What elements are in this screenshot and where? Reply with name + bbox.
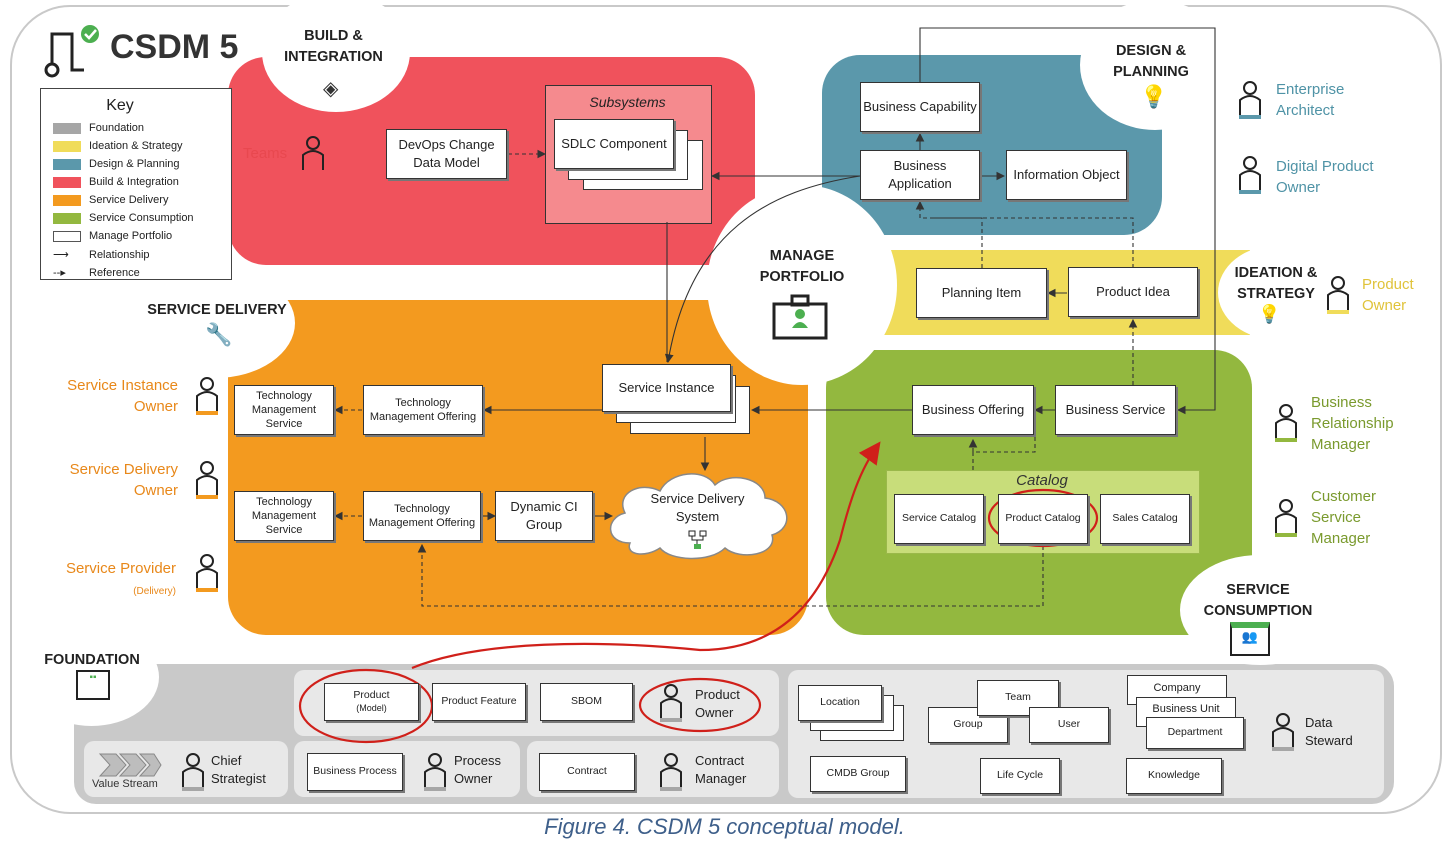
business-service-box: Business Service (1055, 385, 1176, 435)
key-item: Service Delivery (53, 194, 168, 206)
service-delivery-system-label: Service Delivery System (650, 491, 745, 524)
business-process-box: Business Process (307, 753, 403, 791)
contract-manager-person-icon (658, 752, 684, 797)
digital-product-owner-role: Digital Product Owner (1276, 158, 1374, 196)
location-box: Location (798, 685, 882, 721)
value-stream-label: Value Stream (92, 778, 158, 790)
consumption-title-bubble (1180, 555, 1340, 665)
process-owner-role: Process Owner (454, 753, 501, 787)
customer-service-manager-person-icon (1273, 498, 1299, 543)
catalog-label: Catalog (1016, 472, 1068, 489)
logo-icon (44, 25, 99, 78)
service-delivery-system-cloud (609, 473, 788, 560)
build-title-bubble (262, 0, 410, 112)
value-stream-chevrons-icon (98, 752, 162, 778)
service-instance-owner-role: Service Instance Owner (67, 377, 178, 415)
sdlc-component-box: SDLC Component (554, 119, 674, 169)
enterprise-architect-person-icon (1237, 80, 1263, 125)
briefcase-icon (772, 294, 828, 340)
ideation-title-bubble (1218, 245, 1338, 340)
consumers-screen-icon: 👥 (1230, 622, 1270, 656)
service-delivery-title: SERVICE DELIVERY (147, 302, 287, 318)
key-item: Manage Portfolio (53, 230, 172, 242)
factory-icon: ▪▪ (76, 670, 110, 700)
logo: CSDM 5 (42, 22, 262, 82)
network-nodes-icon (688, 530, 708, 550)
technology-management-offering-box-1: Technology Management Offering (363, 385, 483, 435)
product-model-box: Product(Model) (324, 683, 419, 721)
key-item: Design & Planning (53, 158, 180, 170)
design-planning-title: DESIGN & PLANNING (1113, 43, 1189, 81)
business-relationship-manager-role: Business Relationship Manager (1311, 394, 1394, 453)
key-item: Service Consumption (53, 212, 194, 224)
contract-box: Contract (539, 753, 635, 791)
dynamic-ci-group-box: Dynamic CI Group (495, 491, 593, 541)
service-consumption-title: SERVICE CONSUMPTION (1203, 582, 1313, 620)
product-owner-foundation-person-icon (658, 683, 684, 728)
subsystems-label: Subsystems (589, 94, 666, 110)
key-item: Build & Integration (53, 176, 179, 188)
teams-role: Teams (243, 145, 288, 162)
technology-management-service-box-1: Technology Management Service (234, 385, 334, 435)
planning-item-box: Planning Item (916, 268, 1047, 318)
build-integration-title: BUILD & INTEGRATION (284, 28, 383, 66)
service-instance-owner-person-icon (194, 376, 220, 421)
contract-manager-role: Contract Manager (695, 753, 747, 787)
service-provider-role: Service Provider(Delivery) (65, 560, 176, 597)
enterprise-architect-role: Enterprise Architect (1276, 81, 1345, 119)
key-legend: Key Foundation Ideation & Strategy Desig… (40, 88, 232, 280)
department-box: Department (1146, 717, 1244, 749)
product-owner-foundation-role: Product Owner (695, 687, 740, 721)
business-application-box: Business Application (860, 150, 980, 200)
data-steward-person-icon (1270, 712, 1296, 757)
service-delivery-owner-person-icon (194, 460, 220, 505)
sbom-box: SBOM (540, 683, 633, 721)
business-capability-box: Business Capability (860, 82, 980, 132)
product-feature-box: Product Feature (432, 683, 526, 721)
figure-caption: Figure 4. CSDM 5 conceptual model. (544, 814, 905, 839)
devops-change-data-model-box: DevOps Change Data Model (386, 129, 507, 179)
key-item: Ideation & Strategy (53, 140, 183, 152)
process-owner-person-icon (422, 752, 448, 797)
product-owner-person-icon (1325, 275, 1351, 320)
ideation-strategy-title: IDEATION & STRATEGY (1234, 265, 1318, 303)
product-catalog-box: Product Catalog (998, 494, 1088, 544)
sales-catalog-box: Sales Catalog (1100, 494, 1190, 544)
logo-text: CSDM 5 (110, 28, 239, 66)
product-owner-role: Product Owner (1362, 276, 1414, 314)
build-integration-icon: ◈ (323, 78, 339, 100)
service-provider-person-icon (194, 553, 220, 598)
business-relationship-manager-person-icon (1273, 403, 1299, 448)
foundation-title: FOUNDATION (44, 652, 140, 668)
digital-product-owner-person-icon (1237, 155, 1263, 200)
key-item: Foundation (53, 122, 144, 134)
key-reference: --▸Reference (53, 266, 140, 280)
customer-service-manager-role: Customer Service Manager (1311, 488, 1377, 547)
knowledge-box: Knowledge (1126, 758, 1222, 794)
product-idea-box: Product Idea (1068, 267, 1198, 317)
business-offering-box: Business Offering (912, 385, 1034, 435)
data-steward-role: Data Steward (1305, 715, 1353, 749)
chief-strategist-person-icon (180, 752, 206, 797)
technology-management-service-box-2: Technology Management Service (234, 491, 334, 541)
service-delivery-owner-role: Service Delivery Owner (69, 461, 178, 499)
life-cycle-box: Life Cycle (980, 758, 1060, 794)
user-box: User (1029, 707, 1109, 743)
key-relationship: ⟶Relationship (53, 248, 150, 262)
technology-management-offering-box-2: Technology Management Offering (363, 491, 481, 541)
manage-portfolio-title: MANAGE PORTFOLIO (759, 248, 845, 286)
service-delivery-title-bubble (135, 268, 295, 378)
key-title: Key (106, 97, 134, 114)
company-label: Company (1153, 682, 1201, 694)
lightbulb-gear-icon: 💡 (1140, 84, 1168, 109)
wrench-gear-icon: 🔧 (205, 322, 233, 347)
service-catalog-box: Service Catalog (894, 494, 984, 544)
business-unit-label: Business Unit (1152, 703, 1220, 715)
chief-strategist-role: Chief Strategist (211, 753, 266, 787)
service-instance-box: Service Instance (602, 364, 731, 412)
information-object-box: Information Object (1006, 150, 1127, 200)
teams-person-icon (300, 135, 326, 180)
idea-lightbulb-icon: 💡 (1258, 304, 1281, 324)
cmdb-group-box: CMDB Group (810, 756, 906, 792)
